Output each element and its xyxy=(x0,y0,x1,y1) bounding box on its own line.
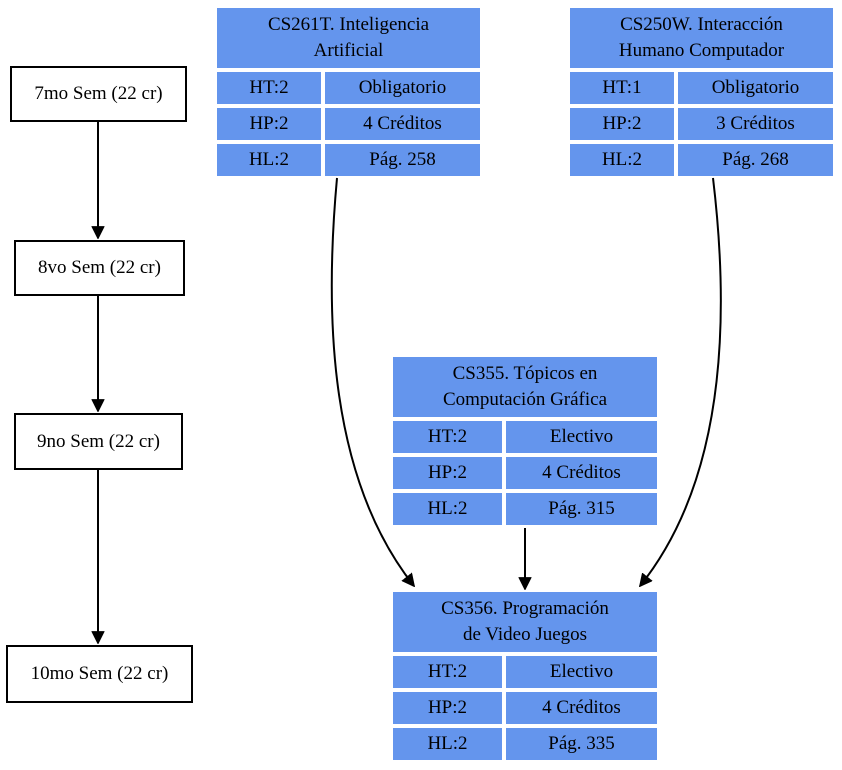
course-type: Obligatorio xyxy=(325,72,480,104)
course-title-line2: Artificial xyxy=(313,40,384,61)
course-page: Pág. 335 xyxy=(506,728,657,760)
course-node-cs355: CS355. Tópicos en Computación Gráfica HT… xyxy=(393,357,657,525)
semester-label: 8vo Sem (22 cr) xyxy=(38,257,161,278)
course-type: Obligatorio xyxy=(678,72,833,104)
course-title-line2: de Video Juegos xyxy=(462,624,588,645)
semester-label: 9no Sem (22 cr) xyxy=(37,430,160,452)
semester-label: 7mo Sem (22 cr) xyxy=(34,83,163,104)
course-hours-hp: HP:2 xyxy=(393,692,502,724)
course-title: CS355. Tópicos en Computación Gráfica xyxy=(393,357,657,417)
course-page: Pág. 258 xyxy=(325,144,480,176)
semester-label: 10mo Sem (22 cr) xyxy=(30,663,169,684)
course-page: Pág. 315 xyxy=(506,493,657,525)
semester-node-10mo: 10mo Sem (22 cr) xyxy=(6,645,193,703)
course-page: Pág. 268 xyxy=(678,144,833,176)
course-hours-ht: HT:2 xyxy=(217,72,321,104)
course-node-cs261t: CS261T. Inteligencia Artificial HT:2 Obl… xyxy=(217,8,480,176)
course-type: Electivo xyxy=(506,421,657,453)
course-node-cs356: CS356. Programación de Video Juegos HT:2… xyxy=(393,592,657,760)
semester-node-9no: 9no Sem (22 cr) xyxy=(14,413,183,470)
edge-cs261t-to-cs356-arrow xyxy=(330,177,414,586)
course-title-line2: Computación Gráfica xyxy=(442,389,608,410)
course-title: CS250W. Interacción Humano Computador xyxy=(570,8,833,68)
course-hours-hp: HP:2 xyxy=(393,457,502,489)
course-hours-hl: HL:2 xyxy=(393,493,502,525)
course-title-line1: CS356. Programación xyxy=(441,598,609,619)
course-hours-hp: HP:2 xyxy=(570,108,674,140)
course-type: Electivo xyxy=(506,656,657,688)
semester-node-7mo: 7mo Sem (22 cr) xyxy=(10,66,187,122)
course-hours-hl: HL:2 xyxy=(570,144,674,176)
course-credits: 4 Créditos xyxy=(325,108,480,140)
course-title-line1: CS261T. Inteligencia xyxy=(267,14,430,35)
course-title-line1: CS250W. Interacción xyxy=(620,14,783,35)
course-credits: 4 Créditos xyxy=(506,692,657,724)
course-title-line2: Humano Computador xyxy=(618,40,785,61)
course-hours-ht: HT:2 xyxy=(393,421,502,453)
course-credits: 3 Créditos xyxy=(678,108,833,140)
course-hours-hl: HL:2 xyxy=(393,728,502,760)
course-hours-ht: HT:1 xyxy=(570,72,674,104)
course-hours-hp: HP:2 xyxy=(217,108,321,140)
edge-cs250w-to-cs356-arrow xyxy=(640,177,722,586)
course-title: CS356. Programación de Video Juegos xyxy=(393,592,657,652)
course-title-line1: CS355. Tópicos en xyxy=(452,363,598,384)
course-hours-ht: HT:2 xyxy=(393,656,502,688)
semester-node-8vo: 8vo Sem (22 cr) xyxy=(14,240,185,296)
course-credits: 4 Créditos xyxy=(506,457,657,489)
course-title: CS261T. Inteligencia Artificial xyxy=(217,8,480,68)
course-hours-hl: HL:2 xyxy=(217,144,321,176)
course-node-cs250w: CS250W. Interacción Humano Computador HT… xyxy=(570,8,833,176)
